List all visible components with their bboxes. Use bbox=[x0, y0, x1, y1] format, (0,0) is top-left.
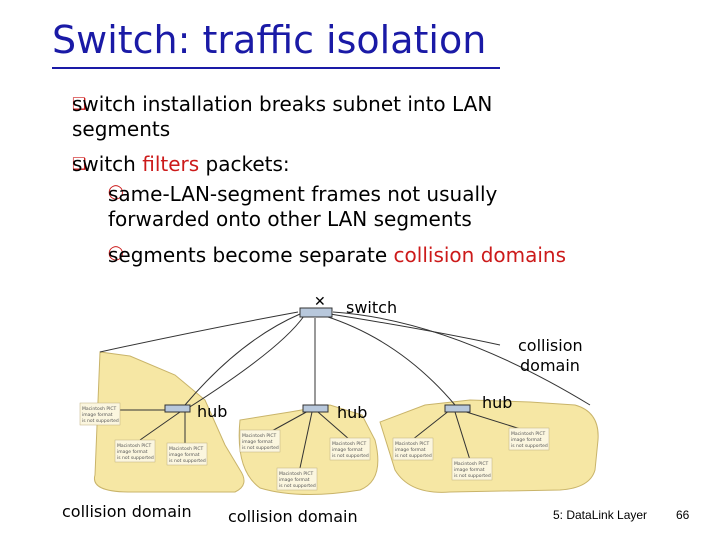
collision-domain-blob-middle bbox=[238, 404, 379, 496]
host-placeholder bbox=[451, 457, 493, 481]
bullet-1-line2: segments bbox=[72, 117, 171, 141]
bullet-2: switch filters packets: bbox=[72, 152, 290, 177]
bullet-2-post: packets: bbox=[199, 152, 290, 176]
bullet-2-highlight: filters bbox=[142, 152, 200, 176]
host-placeholder-text: is not supported bbox=[82, 418, 119, 424]
title-underline bbox=[52, 67, 500, 69]
host-placeholder-text: Macintosh PICT bbox=[169, 446, 204, 452]
host-placeholder bbox=[508, 427, 550, 451]
hub-label-middle: hub bbox=[337, 403, 368, 422]
hub-label-left: hub bbox=[197, 402, 228, 421]
host-placeholder-text: is not supported bbox=[242, 445, 279, 451]
host-placeholder bbox=[329, 437, 371, 461]
host-placeholder-text: Macintosh PICT bbox=[242, 433, 277, 439]
host-placeholder-text: image format bbox=[242, 439, 273, 445]
host-placeholder bbox=[392, 437, 434, 461]
host-placeholder-text: is not supported bbox=[332, 453, 369, 459]
collision-domain-right-line2: domain bbox=[520, 356, 580, 375]
sub-bullet-marker-icon: ◯ bbox=[108, 245, 124, 261]
host-placeholder-text: Macintosh PICT bbox=[279, 471, 314, 477]
hub-label-right: hub bbox=[482, 393, 513, 412]
footer-page-number: 66 bbox=[676, 508, 690, 522]
host-placeholder-text: is not supported bbox=[169, 458, 206, 464]
host-placeholder-text: image format bbox=[169, 452, 200, 458]
bullet-marker-icon: ❑ bbox=[72, 154, 87, 173]
bullet-marker-icon: ❑ bbox=[72, 94, 87, 113]
switch-device bbox=[299, 307, 333, 318]
collision-domain-label-middle: collision domain bbox=[228, 507, 358, 526]
sub-bullet-1-line1: same-LAN-segment frames not usually bbox=[108, 182, 498, 206]
host-placeholder-text: image format bbox=[332, 447, 363, 453]
collision-domain-label-left: collision domain bbox=[62, 502, 192, 521]
host-placeholder bbox=[239, 429, 281, 453]
host-placeholder bbox=[114, 439, 156, 463]
collision-domain-blob-right bbox=[379, 399, 599, 493]
host-placeholder-text: is not supported bbox=[395, 453, 432, 459]
sub-bullet-1: same-LAN-segment frames not usually forw… bbox=[108, 182, 497, 232]
sub-bullet-2-highlight: collision domains bbox=[393, 243, 567, 267]
sub-bullet-2: segments become separate collision domai… bbox=[108, 243, 566, 268]
hub-device-left bbox=[164, 404, 191, 413]
host-placeholder-text: is not supported bbox=[279, 483, 316, 489]
bullet-1-line1: switch installation breaks subnet into L… bbox=[72, 92, 493, 116]
collision-domain-right-line1: collision bbox=[518, 336, 583, 355]
switch-label: switch bbox=[346, 298, 398, 317]
host-placeholder-text: is not supported bbox=[117, 455, 154, 461]
sub-bullet-1-line2: forwarded onto other LAN segments bbox=[108, 207, 472, 231]
hub-device-right bbox=[444, 404, 471, 413]
host-placeholder-text: image format bbox=[511, 437, 542, 443]
host-placeholder-text: Macintosh PICT bbox=[332, 441, 367, 447]
host-placeholder-text: image format bbox=[279, 477, 310, 483]
switch-icon: ✕ bbox=[314, 294, 326, 310]
host-placeholder-text: is not supported bbox=[454, 473, 491, 479]
bullet-2-pre: switch bbox=[72, 152, 143, 176]
host-placeholder-text: image format bbox=[82, 412, 113, 418]
host-placeholder bbox=[276, 467, 318, 491]
sub-bullet-2-pre: segments become separate bbox=[108, 243, 394, 267]
host-placeholder-text: Macintosh PICT bbox=[454, 461, 489, 467]
bullet-1: switch installation breaks subnet into L… bbox=[72, 92, 492, 142]
host-placeholder-text: image format bbox=[454, 467, 485, 473]
host-placeholder bbox=[79, 402, 121, 426]
host-placeholder-text: Macintosh PICT bbox=[511, 431, 546, 437]
host-placeholder-text: Macintosh PICT bbox=[82, 406, 117, 412]
sub-bullet-marker-icon: ◯ bbox=[108, 184, 124, 200]
switch-links bbox=[99, 311, 591, 411]
host-placeholder-text: image format bbox=[117, 449, 148, 455]
host-placeholder-text: Macintosh PICT bbox=[395, 441, 430, 447]
host-placeholder-text: Macintosh PICT bbox=[117, 443, 152, 449]
footer-course: 5: DataLink Layer bbox=[553, 508, 648, 522]
hub-device-middle bbox=[302, 404, 329, 413]
slide-title: Switch: traffic isolation bbox=[52, 18, 487, 62]
host-placeholder bbox=[166, 442, 208, 466]
host-placeholder-text: image format bbox=[395, 447, 426, 453]
host-placeholder-text: is not supported bbox=[511, 443, 548, 449]
